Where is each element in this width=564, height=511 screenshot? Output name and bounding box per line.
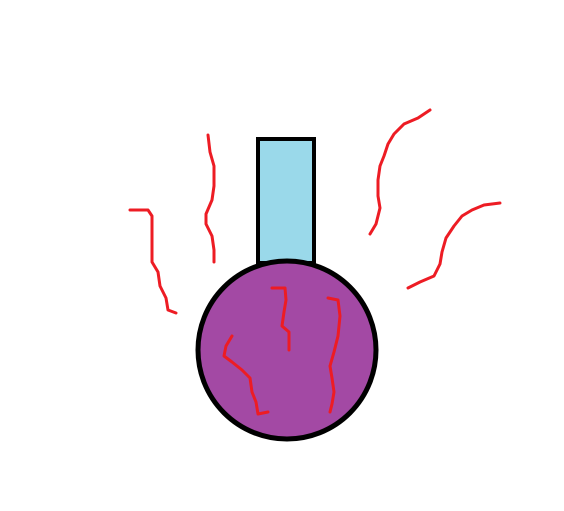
outer-heat-line-top-right — [368, 108, 432, 236]
outer-heat-line-right — [406, 201, 502, 290]
flask-bulb — [195, 258, 379, 442]
outer-heat-line-top-left — [204, 133, 216, 264]
inner-heat-line-3 — [326, 296, 342, 414]
flask-neck — [256, 137, 316, 265]
inner-heat-line-2 — [222, 334, 270, 416]
inner-heat-line-1 — [270, 286, 291, 352]
outer-heat-line-left — [128, 208, 178, 315]
